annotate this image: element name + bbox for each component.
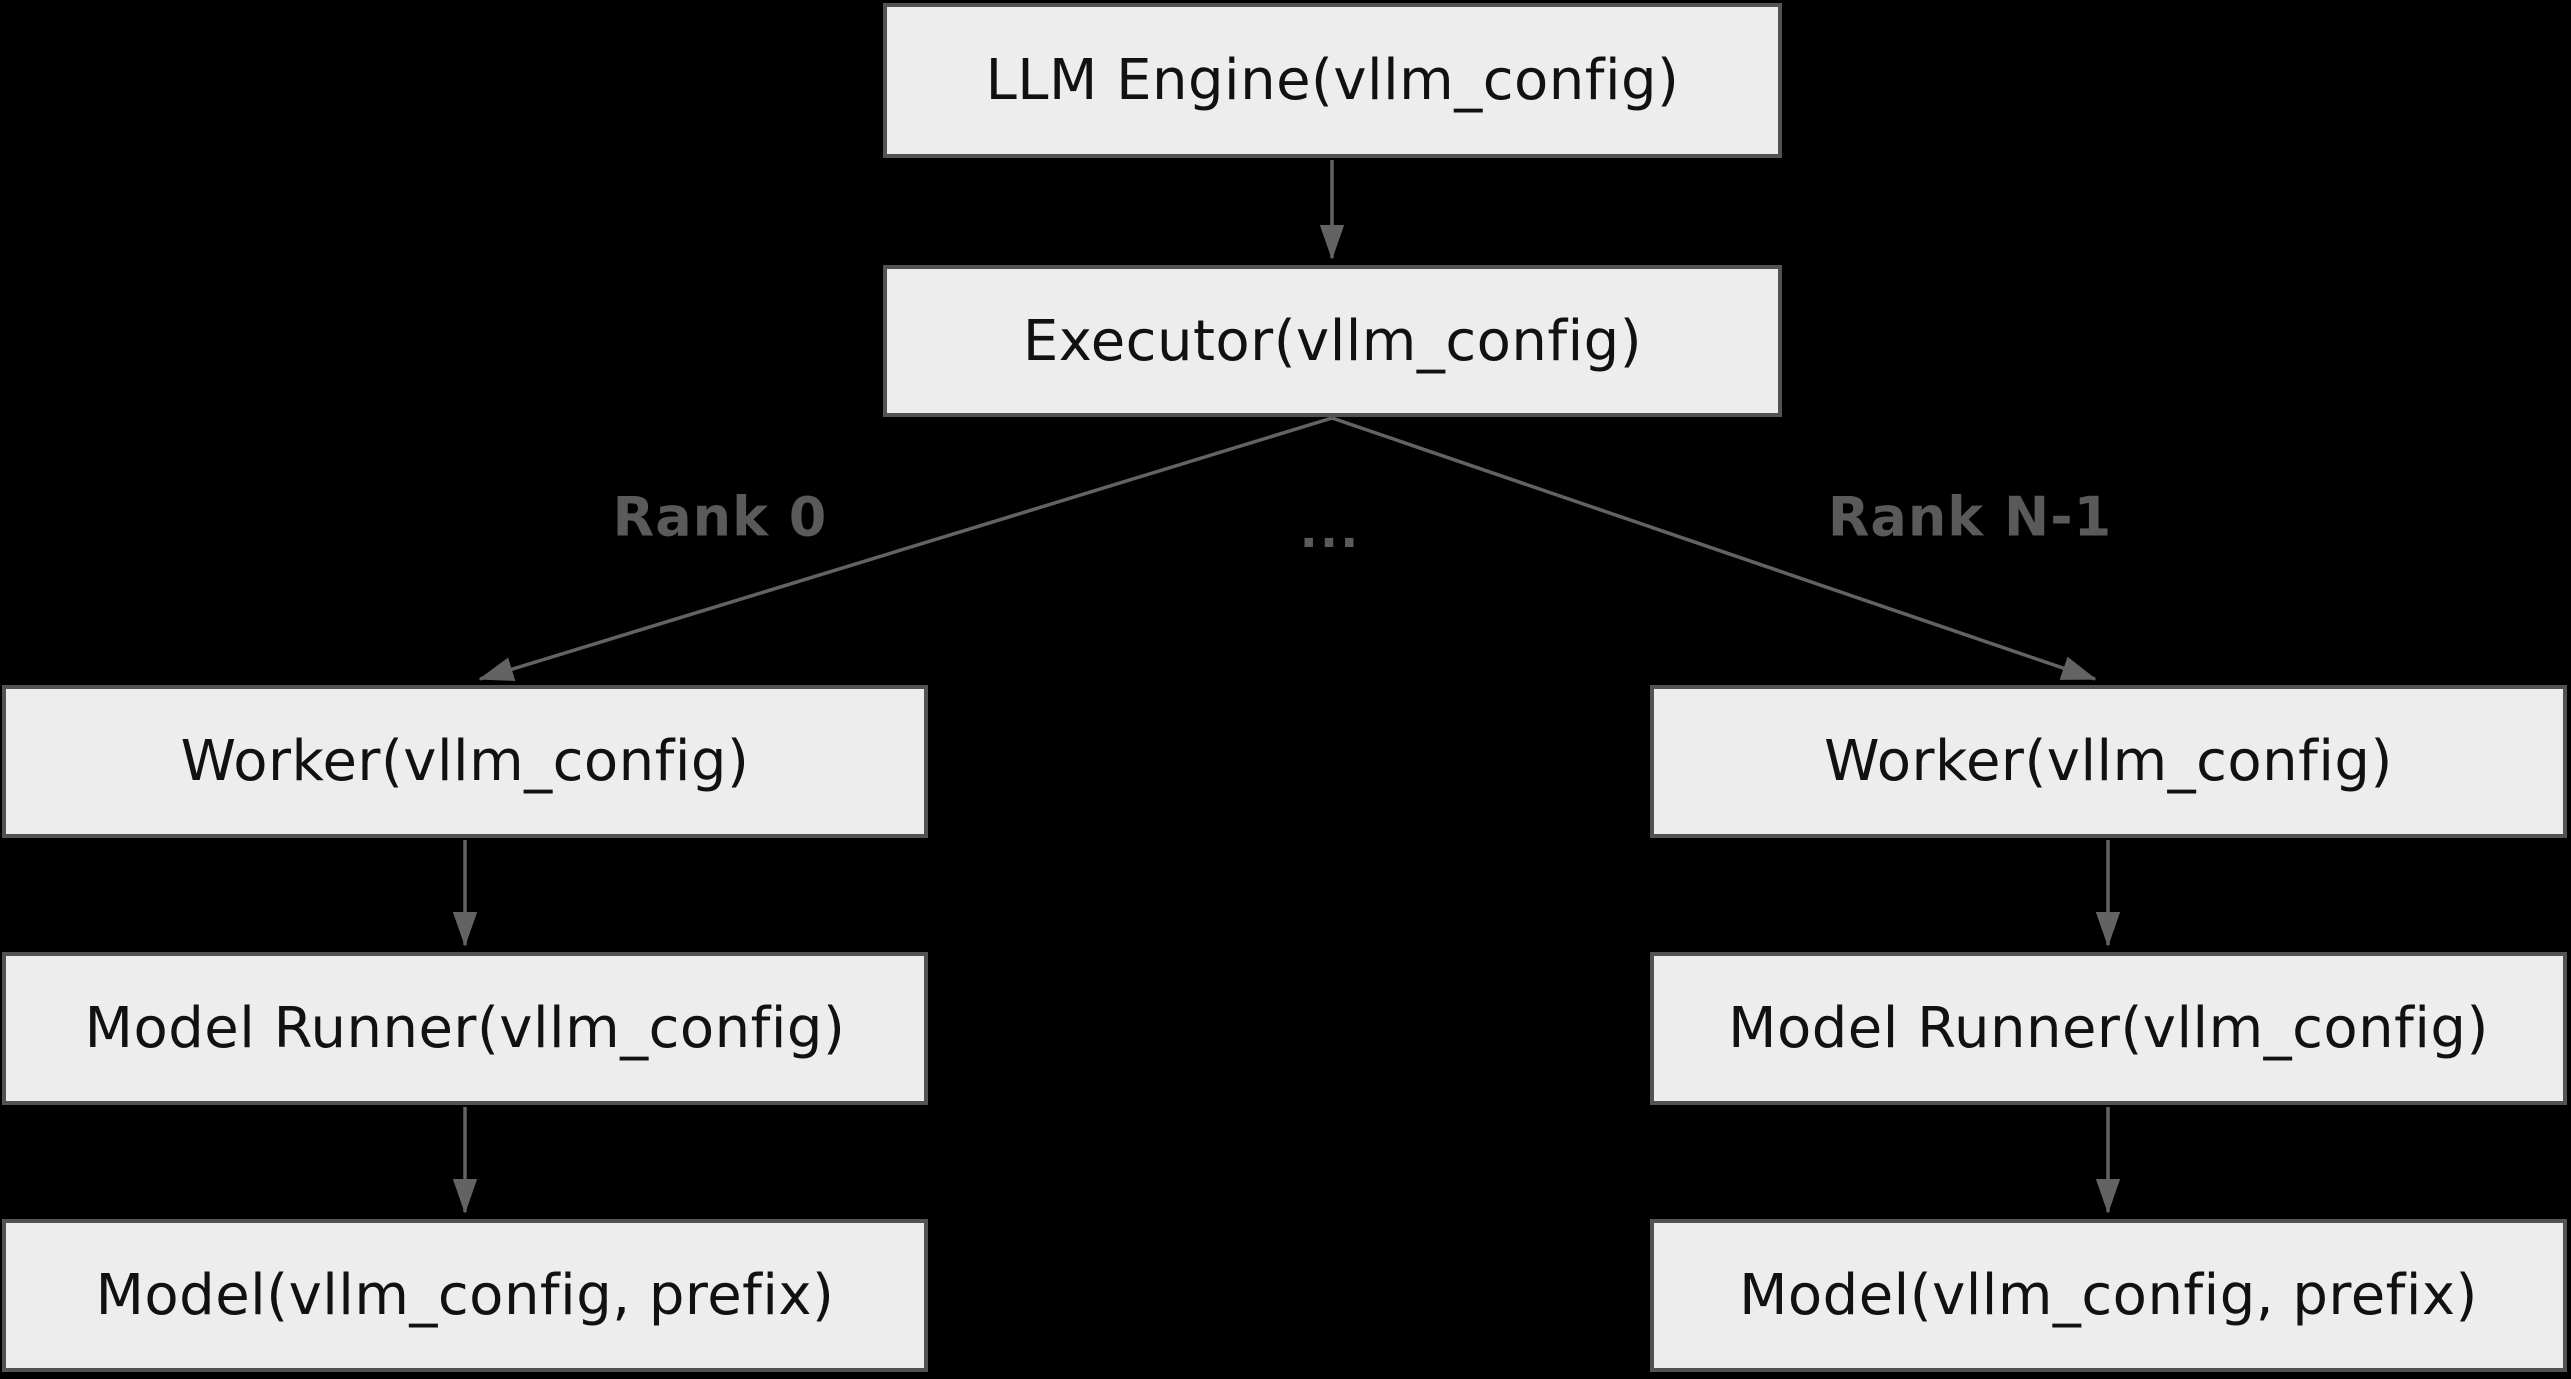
edge-executor-to-worker-right <box>1331 416 2097 681</box>
node-llm-engine: LLM Engine(vllm_config) <box>883 3 1782 158</box>
node-model-rankN-label: Model(vllm_config, prefix) <box>1739 1263 2478 1328</box>
node-worker-rank0-label: Worker(vllm_config) <box>180 729 750 794</box>
edge-label-rank-n: Rank N-1 <box>1827 485 2113 549</box>
node-worker-rankN: Worker(vllm_config) <box>1650 685 2567 838</box>
node-model-runner-rankN: Model Runner(vllm_config) <box>1650 952 2567 1105</box>
node-model-rank0-label: Model(vllm_config, prefix) <box>95 1263 835 1328</box>
edge-executor-to-worker-left <box>478 416 1333 681</box>
edge-label-rank-0: Rank 0 <box>612 485 828 549</box>
node-model-runner-rankN-label: Model Runner(vllm_config) <box>1728 996 2489 1061</box>
node-executor-label: Executor(vllm_config) <box>1022 308 1643 374</box>
edge-label-ellipsis: ... <box>1299 503 1361 559</box>
node-model-rankN: Model(vllm_config, prefix) <box>1650 1219 2567 1372</box>
node-model-rank0: Model(vllm_config, prefix) <box>2 1219 928 1372</box>
node-worker-rank0: Worker(vllm_config) <box>2 685 928 838</box>
node-llm-engine-label: LLM Engine(vllm_config) <box>985 48 1680 113</box>
node-model-runner-rank0: Model Runner(vllm_config) <box>2 952 928 1105</box>
node-model-runner-rank0-label: Model Runner(vllm_config) <box>84 996 846 1061</box>
node-worker-rankN-label: Worker(vllm_config) <box>1824 729 2393 794</box>
node-executor: Executor(vllm_config) <box>883 265 1782 417</box>
